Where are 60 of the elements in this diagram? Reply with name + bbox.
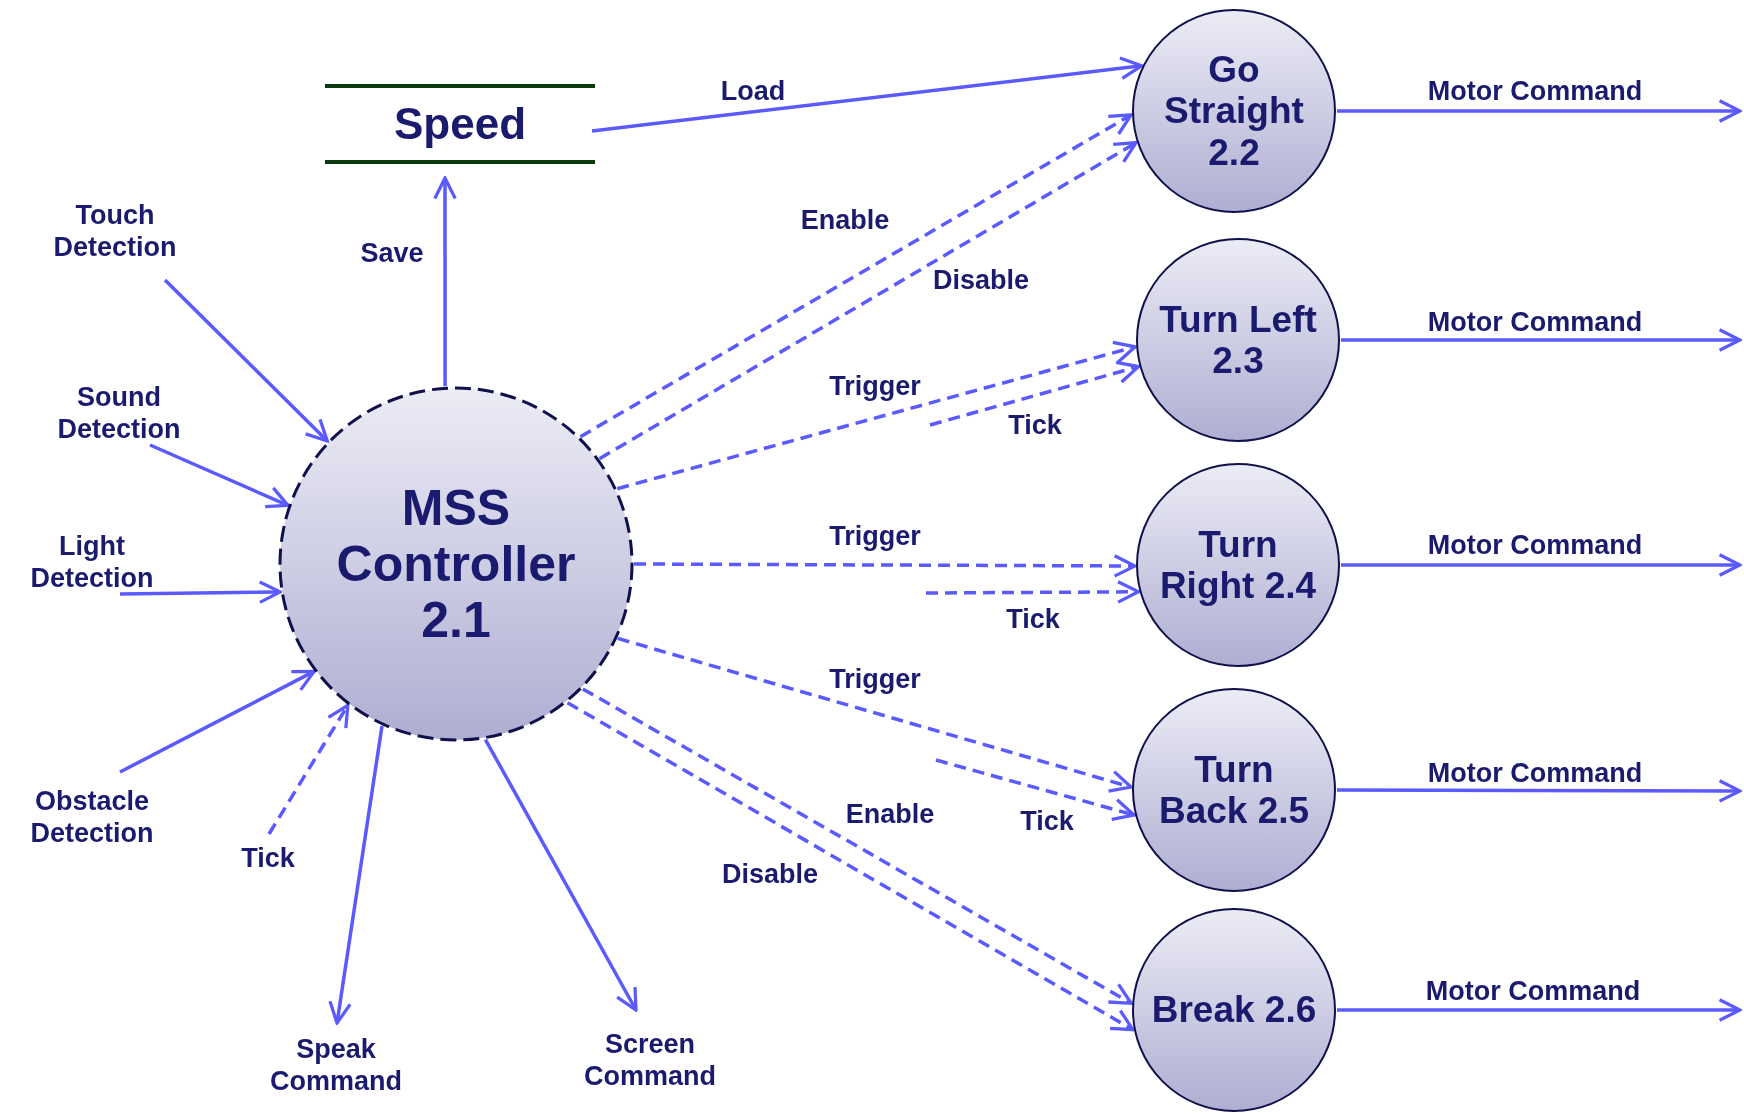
edge-label: Speak Command <box>269 1032 403 1098</box>
edge-label: Motor Command <box>1426 305 1644 339</box>
data-store <box>325 84 595 164</box>
arrow <box>1341 553 1742 577</box>
arrow <box>433 176 457 387</box>
process-circle <box>278 386 634 742</box>
process-label: Break 2.6 <box>1150 989 1318 1031</box>
edge-label: Load <box>719 74 787 108</box>
edge-label: Obstacle Detection <box>29 784 155 850</box>
arrow <box>119 580 282 604</box>
dashed-arrow <box>579 113 1133 439</box>
arrow <box>149 443 290 509</box>
process-circle <box>1131 687 1337 893</box>
edge-label: Motor Command <box>1426 756 1644 790</box>
process-label: MSS Controller 2.1 <box>335 480 577 648</box>
process-label: Turn Right 2.4 <box>1158 523 1318 607</box>
edge-label: Enable <box>799 203 891 237</box>
process-label: Go Straight 2.2 <box>1163 48 1305 174</box>
edge-label: Disable <box>721 857 819 891</box>
process-circle <box>1131 8 1337 214</box>
edge-label: Enable <box>844 797 936 831</box>
process-label: Turn Back 2.5 <box>1157 748 1311 832</box>
edge-label: Light Detection <box>29 529 155 595</box>
arrow <box>591 56 1144 133</box>
arrow <box>119 669 316 774</box>
edge-label: Trigger <box>828 369 922 403</box>
dashed-arrow <box>598 141 1138 461</box>
dashed-arrow <box>616 340 1137 491</box>
edge-label: Tick <box>1007 408 1063 442</box>
arrow <box>328 725 384 1025</box>
arrow <box>483 738 638 1012</box>
arrow <box>1341 328 1742 352</box>
arrow <box>163 278 329 443</box>
process-circle <box>1135 462 1341 668</box>
edge-label: Motor Command <box>1426 528 1644 562</box>
edge-label: Trigger <box>828 662 922 696</box>
dashed-arrow <box>929 360 1141 427</box>
edge-label: Tick <box>240 841 296 875</box>
process-label: Turn Left 2.3 <box>1158 298 1318 382</box>
edge-label: Save <box>359 236 425 270</box>
edge-label: Touch Detection <box>52 198 178 264</box>
arrow <box>1337 99 1742 123</box>
dashed-arrow <box>926 580 1141 604</box>
edge-label: Disable <box>932 263 1030 297</box>
arrow <box>1337 779 1742 803</box>
edge-label: Tick <box>1005 602 1061 636</box>
dashed-arrow <box>634 554 1137 578</box>
dashed-arrow <box>935 758 1136 821</box>
edge-label: Motor Command <box>1424 974 1642 1008</box>
edge-label: Tick <box>1019 804 1075 838</box>
edge-label: Trigger <box>828 519 922 553</box>
arrow <box>1337 998 1742 1022</box>
process-circle <box>1135 237 1341 443</box>
edge-label: Sound Detection <box>56 380 182 446</box>
dashed-arrow <box>617 636 1133 793</box>
dashed-arrow <box>267 703 350 835</box>
store-label: Speed <box>392 99 527 149</box>
edge-label: Screen Command <box>583 1027 717 1093</box>
edge-label: Motor Command <box>1426 74 1644 108</box>
process-circle <box>1131 907 1337 1113</box>
